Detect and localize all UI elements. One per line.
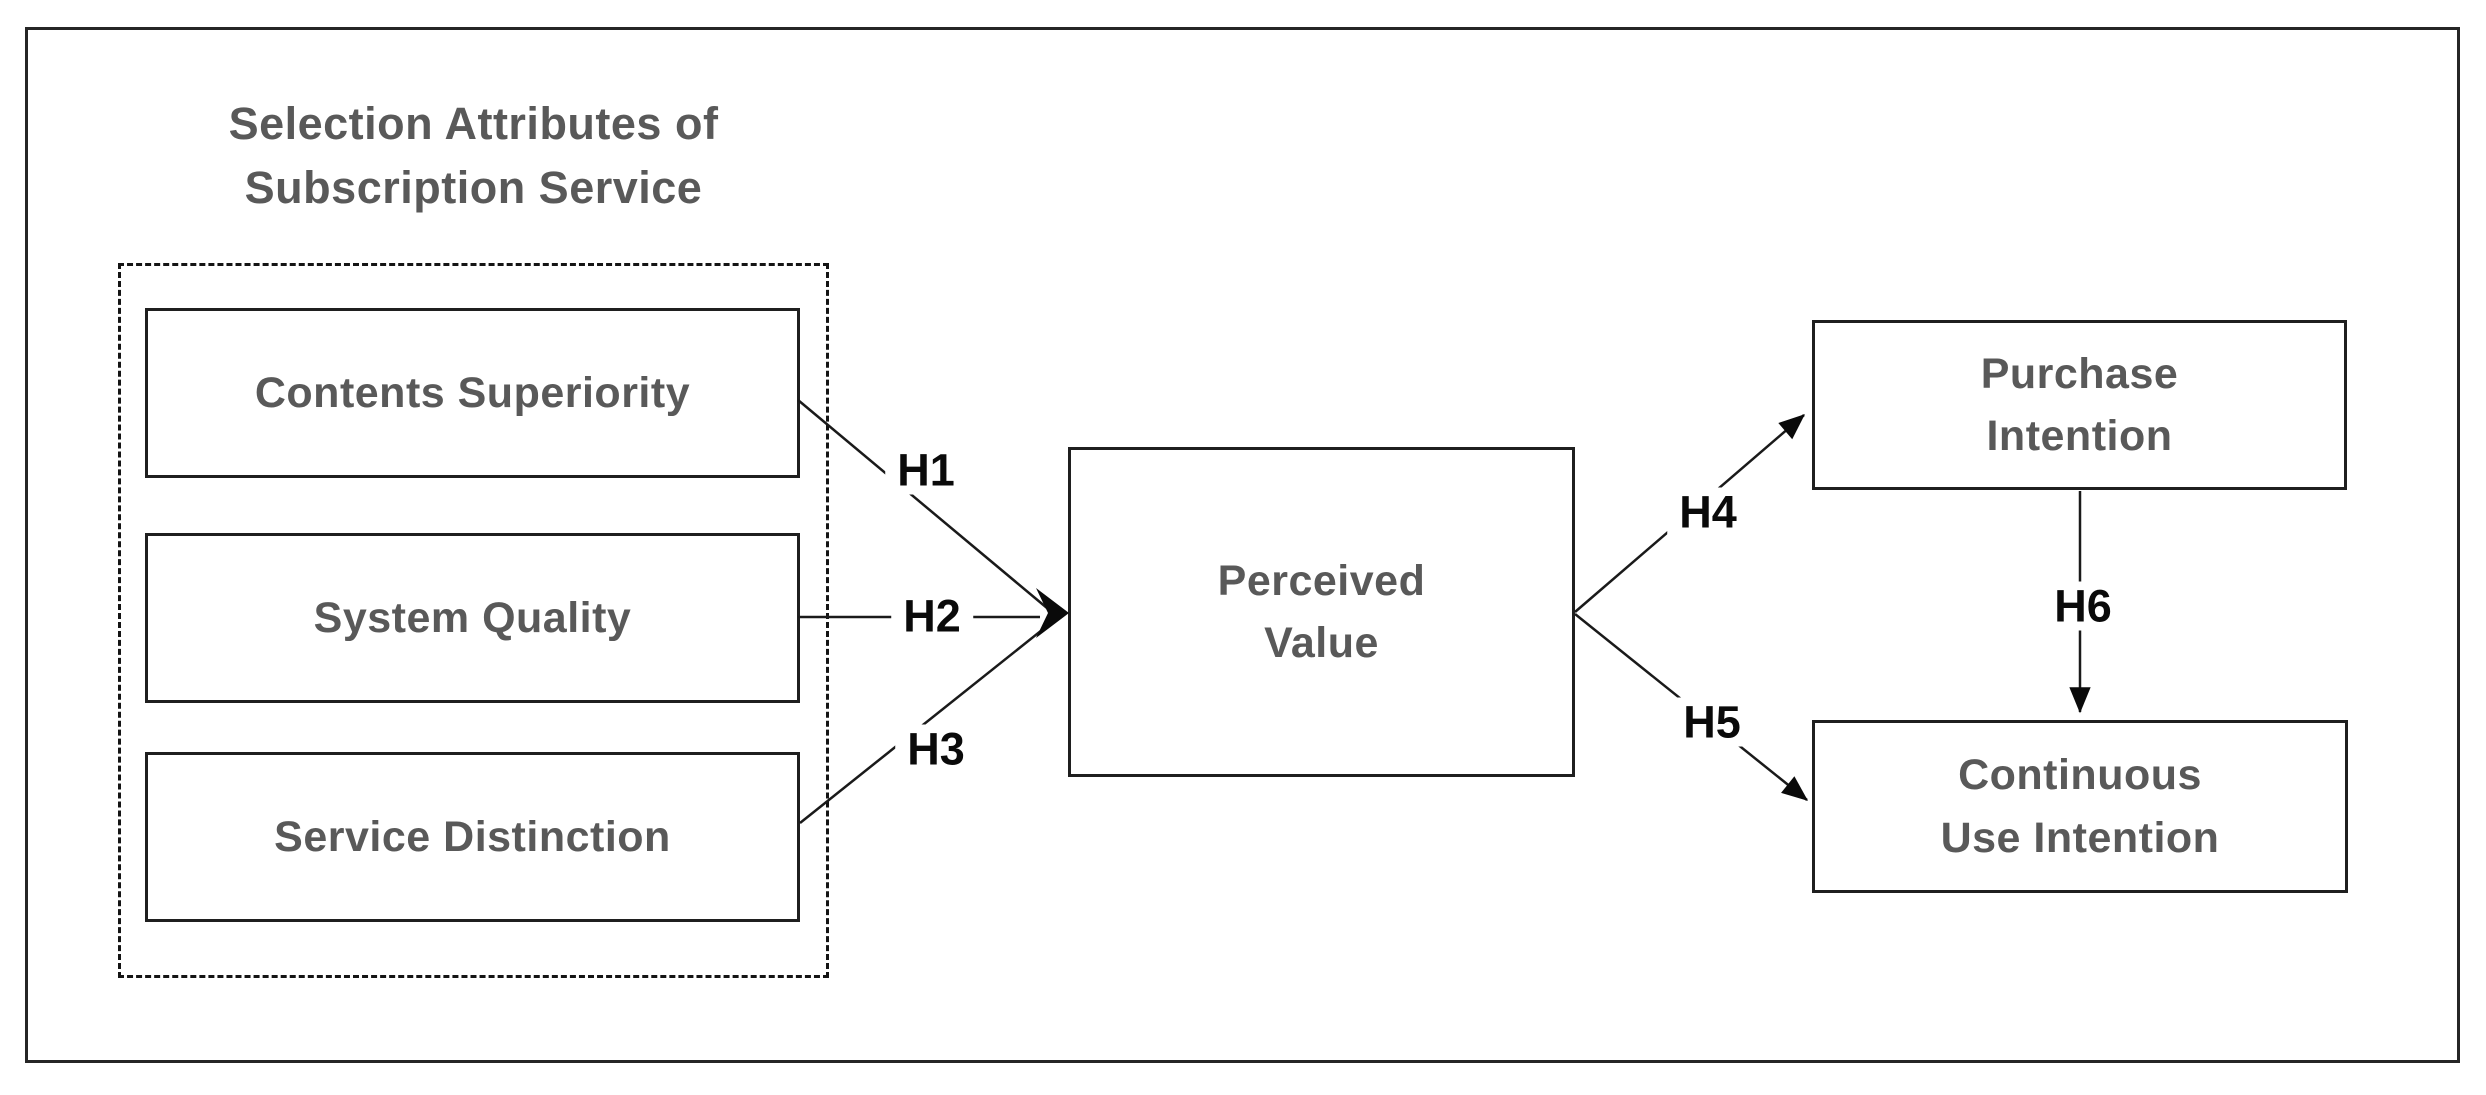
group-title-line1: Selection Attributes of xyxy=(228,98,719,149)
hypothesis-label-h6: H6 xyxy=(2042,581,2124,631)
node-service-distinction: Service Distinction xyxy=(145,752,800,922)
hypothesis-label-h5: H5 xyxy=(1671,697,1753,747)
hypothesis-label-h3: H3 xyxy=(895,724,977,774)
node-service-distinction-label: Service Distinction xyxy=(274,812,671,861)
node-continuous-use-intention-line2: Use Intention xyxy=(1940,813,2220,862)
node-continuous-use-intention-line1: Continuous xyxy=(1958,751,2202,800)
node-perceived-value-line2: Value xyxy=(1264,619,1379,667)
node-system-quality-label: System Quality xyxy=(313,593,632,642)
hypothesis-label-h4: H4 xyxy=(1667,487,1749,537)
node-contents-superiority-label: Contents Superiority xyxy=(254,368,691,417)
group-title-line2: Subscription Service xyxy=(244,161,703,213)
h1-connector xyxy=(797,399,1048,609)
hypothesis-label-h2: H2 xyxy=(891,591,973,641)
selection-attributes-group-box xyxy=(118,263,829,978)
group-title: Selection Attributes of Subscription Ser… xyxy=(118,92,829,220)
node-purchase-intention: Purchase Intention xyxy=(1812,320,2347,490)
node-contents-superiority: Contents Superiority xyxy=(145,308,800,478)
node-perceived-value: Perceived Value xyxy=(1068,447,1575,777)
node-continuous-use-intention: Continuous Use Intention xyxy=(1812,720,2348,893)
node-perceived-value-line1: Perceived xyxy=(1217,556,1426,605)
node-purchase-intention-line1: Purchase xyxy=(1980,349,2179,398)
node-system-quality: System Quality xyxy=(145,533,800,703)
merged-arrowhead-icon xyxy=(1036,588,1069,638)
hypothesis-label-h1: H1 xyxy=(885,445,967,495)
node-purchase-intention-line2: Intention xyxy=(1986,412,2173,460)
